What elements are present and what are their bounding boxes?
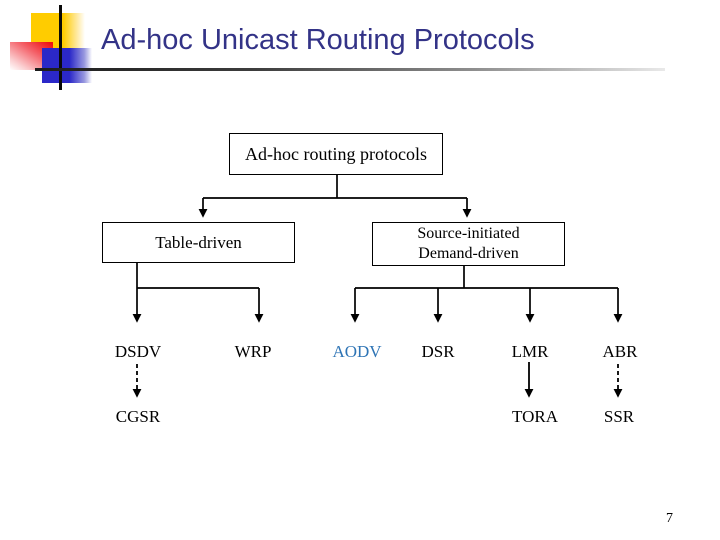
slide-title: Ad-hoc Unicast Routing Protocols	[101, 24, 535, 56]
node-table-driven-label: Table-driven	[155, 232, 242, 252]
leaf-lmr: LMR	[511, 342, 549, 361]
logo-blue-square	[42, 48, 92, 83]
node-table-driven-box: Table-driven	[102, 222, 295, 263]
node-root-label: Ad-hoc routing protocols	[245, 143, 427, 164]
node-source-initiated-box: Source-initiated Demand-driven	[372, 222, 565, 266]
connector-root-to-categories	[198, 174, 472, 218]
leaf-wrp: WRP	[234, 342, 272, 361]
leaf-tora: TORA	[512, 407, 558, 426]
leaf-dsdv: DSDV	[114, 342, 162, 361]
leaf-aodv-link[interactable]: AODV	[332, 342, 382, 361]
connector-source-initiated-children	[350, 266, 623, 323]
node-root-box: Ad-hoc routing protocols	[229, 133, 443, 175]
leaf-abr: ABR	[602, 342, 638, 361]
connector-table-driven-children	[132, 263, 264, 323]
logo-vertical-line	[59, 5, 62, 90]
leaf-ssr: SSR	[603, 407, 635, 426]
node-source-initiated-label-line2: Demand-driven	[418, 245, 519, 262]
node-source-initiated-label-line1: Source-initiated	[417, 225, 520, 242]
leaf-dsr: DSR	[421, 342, 455, 361]
page-number: 7	[666, 511, 673, 526]
connector-leaf-variants	[132, 362, 623, 398]
title-divider-line	[35, 68, 665, 71]
leaf-cgsr: CGSR	[115, 407, 161, 426]
